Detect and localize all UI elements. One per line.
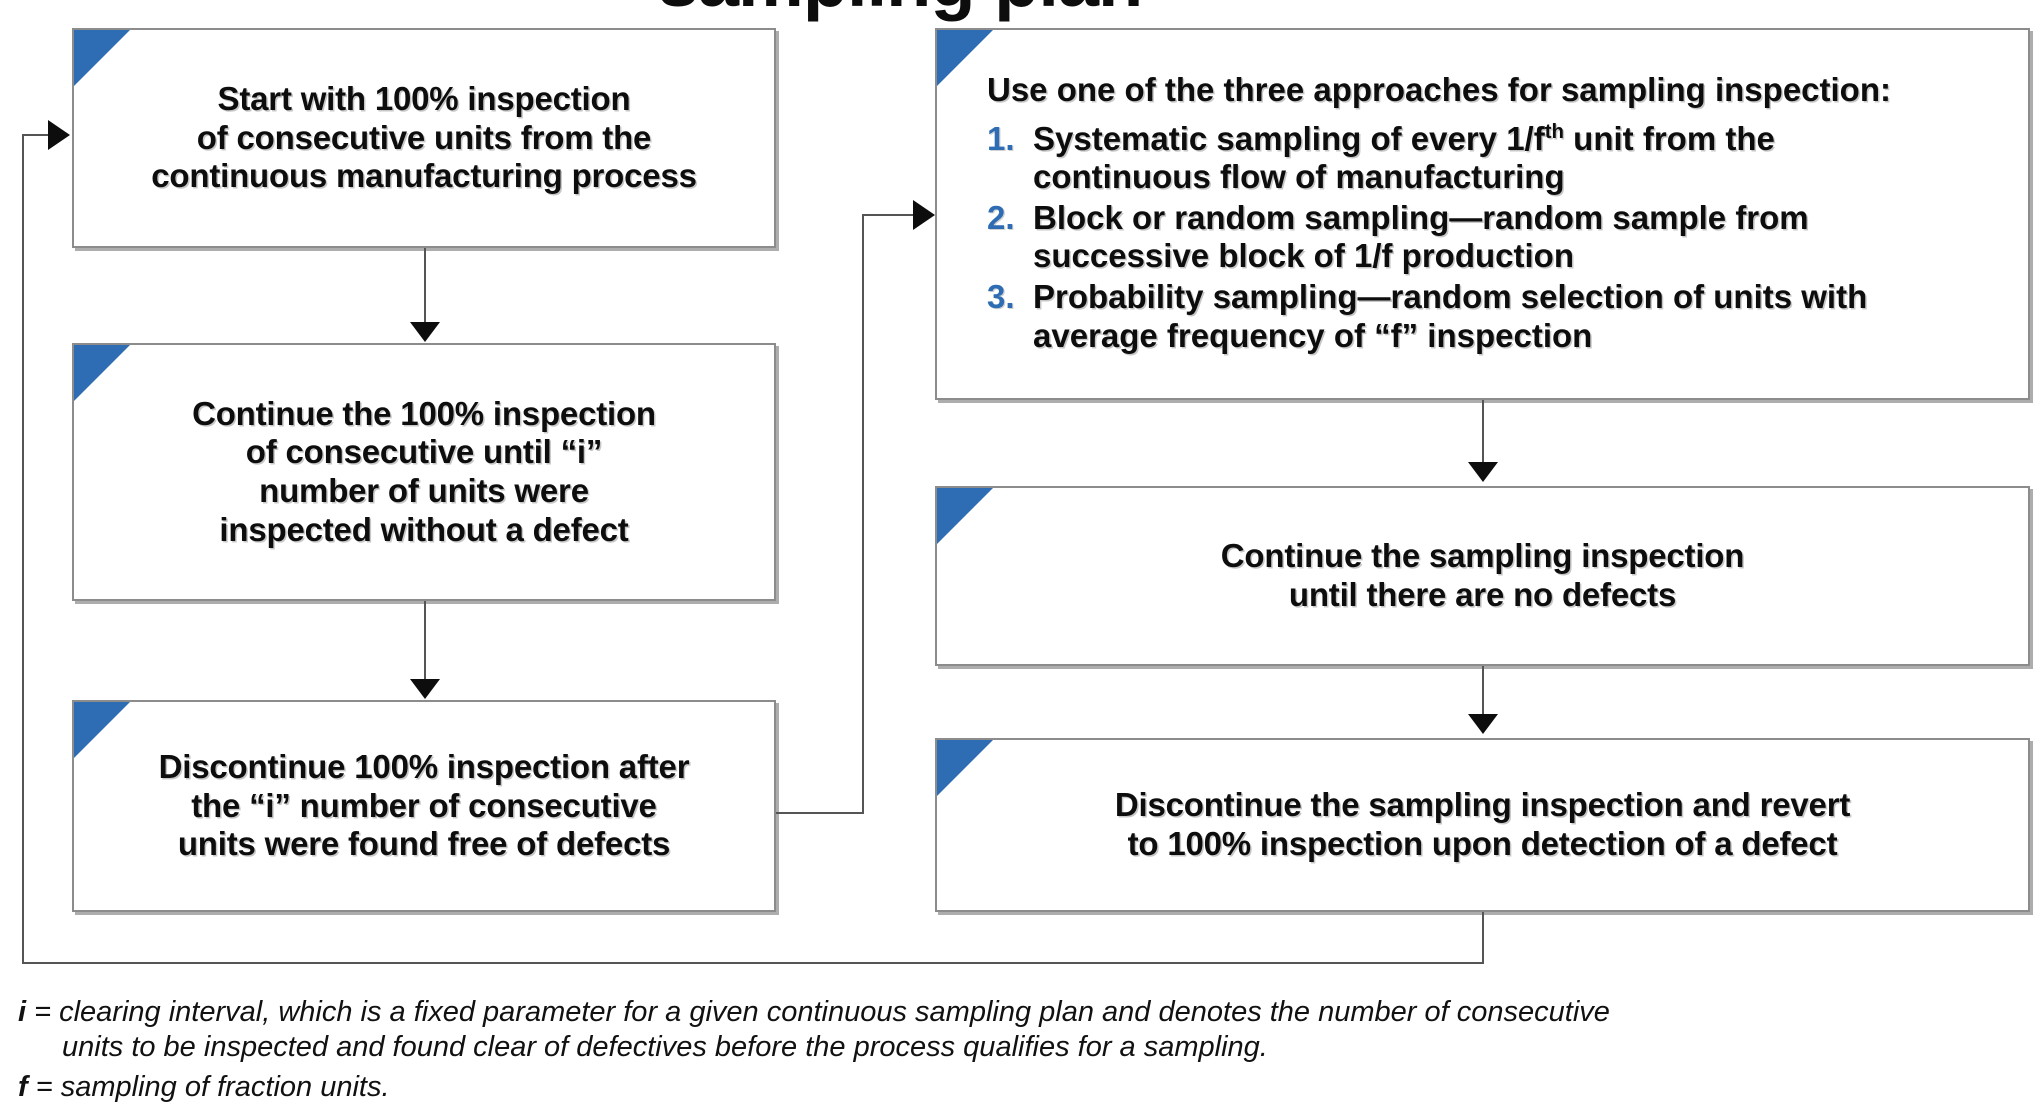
footnote-line1: = sampling of fraction units. (27, 1070, 390, 1103)
arrowhead-down-icon (410, 679, 440, 699)
blue-corner-triangle-icon (937, 740, 993, 796)
arrowhead-down-icon (1468, 462, 1498, 482)
footnotes: i = clearing interval, which is a fixed … (18, 995, 2028, 1109)
feedback-loop-segment-v-right (1482, 912, 1484, 964)
connector-left3-to-right1-segment-h1 (776, 812, 864, 814)
arrowhead-right-icon (913, 200, 935, 230)
connector-left3-to-right1-segment-h2 (862, 214, 920, 216)
connector-left2-to-left3 (424, 601, 426, 679)
box-text: Start with 100% inspection of consecutiv… (74, 30, 774, 246)
feedback-loop-segment-h-bottom (22, 962, 1484, 964)
box-line: units were found free of defects (177, 825, 671, 863)
list-item-number: 1. (987, 119, 1015, 157)
list-item-line2: average frequency of “f” inspection (1033, 316, 1593, 354)
box-three-sampling-approaches[interactable]: Use one of the three approaches for samp… (935, 28, 2030, 400)
connector-right2-to-right3 (1482, 666, 1484, 716)
box-text: Continue the 100% inspection of consecut… (74, 345, 774, 599)
blue-corner-triangle-icon (937, 488, 993, 544)
list-item-line1a: Systematic sampling of every 1/f (1033, 119, 1545, 157)
feedback-loop-segment-h-top (22, 134, 50, 136)
footnote-line2: units to be inspected and found clear of… (62, 1031, 1268, 1064)
page-title-clipped: sampling plan (300, 0, 1500, 23)
list-item: 2. Block or random sampling—random sampl… (987, 199, 1809, 276)
list-item-line2: continuous flow of manufacturing (1033, 158, 1565, 196)
box-line: Continue the 100% inspection (192, 394, 656, 432)
footnote-line1: = clearing interval, which is a fixed pa… (26, 996, 1610, 1028)
box-line: Start with 100% inspection (217, 80, 631, 118)
box-discontinue-100-percent-inspection[interactable]: Discontinue 100% inspection after the “i… (72, 700, 776, 912)
box-line: Discontinue 100% inspection after (158, 748, 690, 786)
arrowhead-down-icon (1468, 714, 1498, 734)
superscript-th: th (1544, 119, 1565, 143)
blue-corner-triangle-icon (74, 30, 130, 86)
list-item-line1a: Block or random sampling—random sample f… (1033, 198, 1809, 236)
box-text: Use one of the three approaches for samp… (937, 30, 2028, 398)
box-start-100-percent-inspection[interactable]: Start with 100% inspection of consecutiv… (72, 28, 776, 248)
box-continue-sampling-inspection[interactable]: Continue the sampling inspection until t… (935, 486, 2030, 666)
feedback-loop-segment-v-left (22, 134, 24, 964)
box-line: to 100% inspection upon detection of a d… (1127, 825, 1838, 862)
footnote-i: i = clearing interval, which is a fixed … (18, 995, 2028, 1066)
connector-left1-to-left2 (424, 248, 426, 324)
box-line: of consecutive units from the (196, 118, 652, 156)
list-item-text: Systematic sampling of every 1/fth unit … (1033, 120, 1775, 197)
list-item: 1. Systematic sampling of every 1/fth un… (987, 120, 1775, 197)
list-item-line1a: Probability sampling—random selection of… (1033, 278, 1868, 316)
arrowhead-right-icon (48, 120, 70, 150)
blue-corner-triangle-icon (74, 702, 130, 758)
blue-corner-triangle-icon (937, 30, 993, 86)
list-item-text: Block or random sampling—random sample f… (1033, 199, 1809, 276)
arrowhead-down-icon (410, 322, 440, 342)
box-line: of consecutive until “i” (245, 433, 603, 471)
box-line: the “i” number of consecutive (191, 786, 657, 824)
list-item-number: 2. (987, 198, 1015, 236)
box-continue-100-percent-inspection[interactable]: Continue the 100% inspection of consecut… (72, 343, 776, 601)
connector-right1-to-right2 (1482, 400, 1484, 462)
footnote-symbol: i (18, 996, 27, 1028)
list-heading: Use one of the three approaches for samp… (987, 71, 1891, 108)
list-item-line2: successive block of 1/f production (1033, 237, 1574, 275)
box-line: inspected without a defect (219, 510, 629, 548)
footnote-f: f = sampling of fraction units. (18, 1070, 2028, 1105)
footnote-symbol: f (18, 1070, 28, 1103)
box-line: number of units were (259, 472, 589, 509)
box-line: continuous manufacturing process (151, 157, 697, 195)
connector-left3-to-right1-segment-v (862, 214, 864, 814)
box-text: Discontinue 100% inspection after the “i… (74, 702, 774, 910)
list-item-text: Probability sampling—random selection of… (1033, 278, 1867, 355)
box-text: Continue the sampling inspection until t… (937, 488, 2028, 664)
box-text: Discontinue the sampling inspection and … (937, 740, 2028, 910)
box-line: Discontinue the sampling inspection and … (1114, 786, 1851, 824)
list-item-line1b: unit from the (1564, 119, 1775, 157)
list-item-number: 3. (987, 278, 1015, 316)
blue-corner-triangle-icon (74, 345, 130, 401)
box-line: until there are no defects (1288, 576, 1677, 613)
list-item: 3. Probability sampling—random selection… (987, 278, 1867, 355)
box-line: Continue the sampling inspection (1220, 537, 1745, 575)
box-discontinue-sampling-inspection[interactable]: Discontinue the sampling inspection and … (935, 738, 2030, 912)
